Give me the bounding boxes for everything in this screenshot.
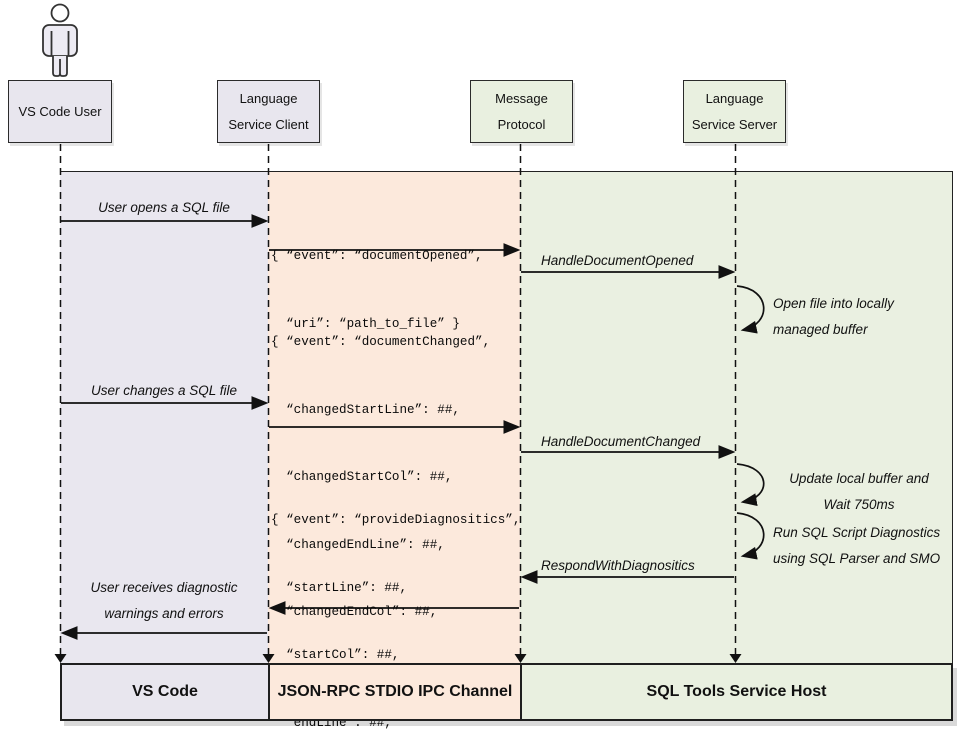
payload-line: “uri”: “path_to_file” } <box>271 316 460 331</box>
label-line2: warnings and errors <box>104 606 224 621</box>
payload-line: “changedStartLine”: ##, <box>271 402 460 417</box>
footer-label: SQL Tools Service Host <box>646 683 827 700</box>
note-line2: using SQL Parser and SMO <box>773 551 941 566</box>
payload-line: “startLine”: ##, <box>271 580 408 595</box>
note-line1: Run SQL Script Diagnostics <box>773 525 941 540</box>
footer-label: JSON-RPC STDIO IPC Channel <box>277 683 513 700</box>
note-run-sql-diagnostics: Run SQL Script Diagnostics using SQL Par… <box>773 520 940 572</box>
message-label-handle-document-changed: HandleDocumentChanged <box>541 434 701 449</box>
payload-provide-diagnostics: { “event”: “provideDiagnositics”, “start… <box>271 464 520 732</box>
lane-ipc-channel <box>268 172 520 663</box>
payload-document-opened: { “event”: “documentOpened”, “uri”: “pat… <box>271 200 483 380</box>
actor-label-line2: Service Client <box>228 116 309 132</box>
label-line1: User receives diagnostic <box>90 580 238 595</box>
lifeline-end-arrow-client <box>262 654 275 663</box>
message-label-user-opens-file: User opens a SQL file <box>98 200 230 215</box>
payload-line: “changedEndLine”: ##, <box>271 537 445 552</box>
payload-line: { “event”: “documentOpened”, <box>271 249 483 263</box>
self-loop-open-file <box>736 285 765 334</box>
lifeline-end-arrow-server <box>729 654 742 663</box>
actor-box-language-service-server: Language Service Server <box>683 80 786 143</box>
actor-box-vs-code-user: VS Code User <box>8 80 112 143</box>
footer-service-host: SQL Tools Service Host <box>520 665 951 719</box>
actor-label-line1: Language <box>239 90 298 106</box>
payload-line: { “event”: “documentChanged”, <box>271 335 491 349</box>
footer-label: VS Code <box>132 683 198 700</box>
self-loop-run-diagnostics <box>736 512 765 560</box>
actor-box-language-service-client: Language Service Client <box>217 80 320 143</box>
lane-vscode <box>60 172 268 663</box>
actor-box-message-protocol: Message Protocol <box>470 80 573 143</box>
actor-label: VS Code User <box>18 103 102 119</box>
actor-label-line1: Language <box>705 90 764 106</box>
actor-label-line2: Service Server <box>691 116 778 132</box>
footer-ipc-channel: JSON-RPC STDIO IPC Channel <box>268 665 520 719</box>
note-line2: Wait 750ms <box>823 497 895 512</box>
message-label-user-changes-file: User changes a SQL file <box>90 383 238 398</box>
self-loop-update-buffer <box>736 463 765 507</box>
message-label-user-receives-diagnostics: User receives diagnostic warnings and er… <box>60 575 268 627</box>
payload-line: “changedEndCol”: ##, <box>271 605 438 619</box>
actor-label-line1: Message <box>495 90 548 106</box>
system-footer-row: VS Code JSON-RPC STDIO IPC Channel SQL T… <box>60 663 953 721</box>
message-label-respond-with-diagnostics: RespondWithDiagnositics <box>541 558 695 573</box>
note-line1: Open file into locally <box>773 296 894 311</box>
note-line1: Update local buffer and <box>789 471 929 486</box>
footer-vs-code: VS Code <box>62 665 268 719</box>
message-label-handle-document-opened: HandleDocumentOpened <box>541 253 694 268</box>
actor-label-line2: Protocol <box>497 116 546 132</box>
note-open-file-into-buffer: Open file into locally managed buffer <box>773 291 894 343</box>
payload-line: “changedStartCol”: ##, <box>271 470 453 484</box>
lifeline-end-arrow-protocol <box>514 654 527 663</box>
note-update-local-buffer: Update local buffer and Wait 750ms <box>773 466 945 518</box>
user-actor-icon <box>42 3 78 77</box>
payload-line: “startCol”: ##, <box>271 648 400 662</box>
note-line2: managed buffer <box>773 322 868 337</box>
payload-line: { “event”: “provideDiagnositics”, <box>271 513 521 527</box>
lifeline-end-arrow-user <box>54 654 67 663</box>
